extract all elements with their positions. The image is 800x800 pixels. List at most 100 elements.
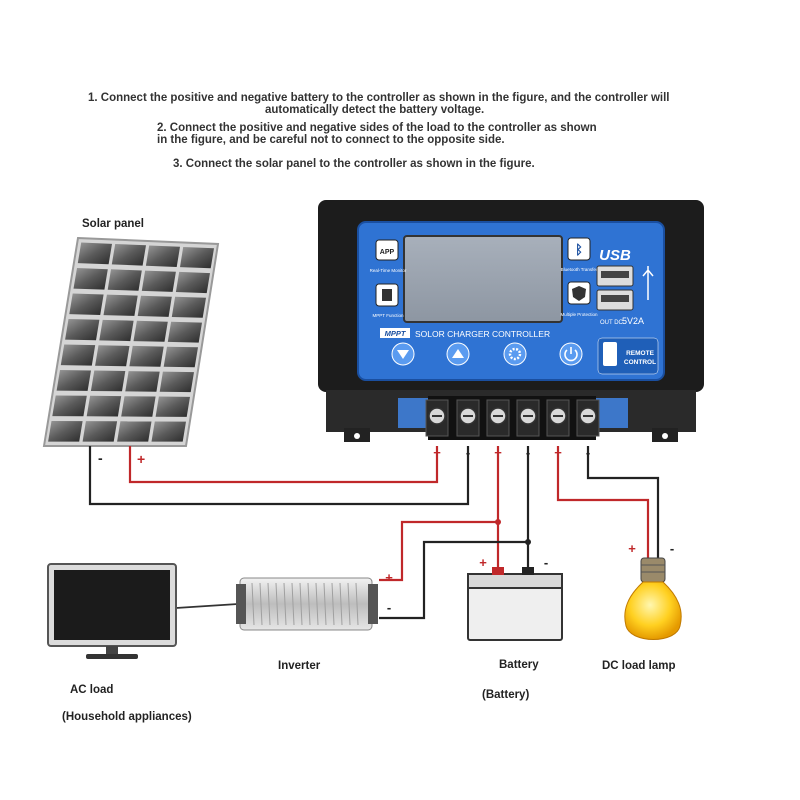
monitor-base	[86, 654, 138, 659]
terminal-5-plus: +	[554, 445, 562, 460]
ac-load-monitor	[47, 563, 177, 659]
solar-cell	[90, 370, 126, 392]
wire-solar-positive	[128, 446, 439, 484]
inverter-label: Inverter	[278, 660, 321, 672]
wire-solar-negative	[88, 446, 470, 506]
battery-negative-terminal	[522, 567, 534, 575]
inverter-fins	[251, 582, 359, 626]
battery-positive-terminal	[492, 567, 504, 575]
out-dc-value: 5V2A	[622, 316, 644, 326]
mount-hole-left	[354, 433, 360, 439]
solar-cell	[107, 269, 142, 291]
circuit-board-right	[594, 398, 628, 428]
lamp-plus-sign: +	[628, 541, 636, 556]
terminal-block	[428, 396, 596, 440]
terminal-4-minus: -	[526, 445, 530, 460]
instruction-step1-line1: 1. Connect the positive and negative bat…	[88, 92, 670, 104]
dc-load-lamp-label: DC load lamp	[602, 660, 676, 672]
bluetooth-icon: ᛒ	[575, 242, 583, 257]
solar-cell	[111, 244, 146, 266]
terminal-6-minus: -	[586, 445, 590, 460]
inverter-fin	[307, 582, 311, 626]
solar-cell	[52, 395, 87, 417]
solar-panel-label: Solar panel	[82, 218, 144, 230]
solar-cell	[117, 421, 152, 442]
remote-text-line1: REMOTE	[626, 350, 654, 357]
inverter-fin	[267, 582, 271, 626]
solar-cell	[60, 344, 96, 366]
instruction-step3: 3. Connect the solar panel to the contro…	[173, 158, 535, 170]
gear-icon	[508, 347, 522, 361]
solar-cell	[69, 293, 104, 315]
wire-lamp-positive	[556, 446, 650, 560]
solar-cell	[145, 245, 180, 267]
solar-panel	[42, 236, 220, 447]
battery-plus-sign: +	[479, 555, 487, 570]
wire-ac-load	[175, 603, 239, 609]
ac-load-sublabel: (Household appliances)	[62, 711, 192, 723]
solar-cell	[56, 370, 91, 391]
inverter-fin	[259, 582, 263, 626]
inverter-fin	[355, 582, 359, 626]
junction-positive	[495, 519, 501, 525]
solar-minus-sign: -	[98, 450, 103, 466]
inverter-fin	[299, 582, 303, 626]
solar-cell	[133, 320, 168, 342]
inverter-plus-sign: +	[385, 570, 393, 585]
inverter-fin	[275, 582, 279, 626]
terminal-1-plus: +	[433, 445, 441, 460]
terminal-2-minus: -	[466, 445, 470, 460]
battery-top	[467, 573, 563, 589]
usb-port-bottom-slot	[601, 295, 629, 302]
terminal-3-plus: +	[494, 445, 502, 460]
wire-inverter-positive	[379, 520, 498, 582]
battery-sublabel: (Battery)	[482, 689, 530, 701]
solar-cell	[48, 421, 83, 442]
solar-cell	[77, 242, 112, 265]
solar-panel-cells	[48, 242, 214, 442]
solar-cell	[171, 296, 206, 318]
inverter-fin	[315, 582, 319, 626]
solar-cell	[159, 371, 194, 393]
power-icon	[564, 347, 578, 362]
solar-cell	[175, 271, 210, 294]
lamp-minus-sign: -	[670, 541, 674, 556]
phone-icon	[603, 342, 617, 366]
instruction-step2-line1: 2. Connect the positive and negative sid…	[157, 122, 597, 134]
lamp-bulb	[624, 581, 682, 640]
solar-cell	[137, 295, 172, 317]
usb-port-top-slot	[601, 271, 629, 278]
dc-lamp	[624, 557, 682, 640]
app-icon-label: APP	[380, 249, 395, 256]
battery	[467, 567, 563, 641]
ac-load-label: AC load	[70, 684, 114, 696]
wires	[88, 446, 660, 620]
solar-cell	[95, 345, 130, 367]
usb-label: USB	[599, 247, 631, 264]
mppt-badge-text: MPPT	[385, 329, 407, 338]
inverter-fin	[283, 582, 287, 626]
solar-cell	[163, 346, 198, 368]
inverter-fin	[291, 582, 295, 626]
solar-cell	[103, 294, 138, 316]
instruction-step2-line2: in the figure, and be careful not to con…	[157, 134, 505, 146]
wire-lamp-negative	[586, 446, 660, 560]
settings-button[interactable]	[503, 342, 527, 366]
solar-cell	[129, 345, 164, 367]
inverter-fin	[347, 582, 351, 626]
controller-title: SOLOR CHARGER CONTROLLER	[415, 329, 550, 339]
usb-symbol-icon	[642, 266, 654, 300]
arrow-down-icon	[397, 350, 409, 359]
terminal-screws	[425, 399, 600, 437]
mount-hole-right	[662, 433, 668, 439]
instruction-step1-line2: automatically detect the battery voltage…	[265, 104, 485, 116]
inverter-minus-sign: -	[387, 600, 391, 615]
real-time-monitor-text: Real-Time Monitor	[370, 268, 407, 273]
solar-cell	[73, 268, 108, 290]
solar-cell	[167, 321, 202, 343]
solar-plus-sign: +	[137, 451, 145, 467]
arrow-up-icon	[452, 349, 464, 358]
multiple-protection-text: Multiple Protection	[560, 312, 598, 317]
lcd-screen	[403, 235, 563, 323]
solar-cell	[151, 421, 186, 442]
